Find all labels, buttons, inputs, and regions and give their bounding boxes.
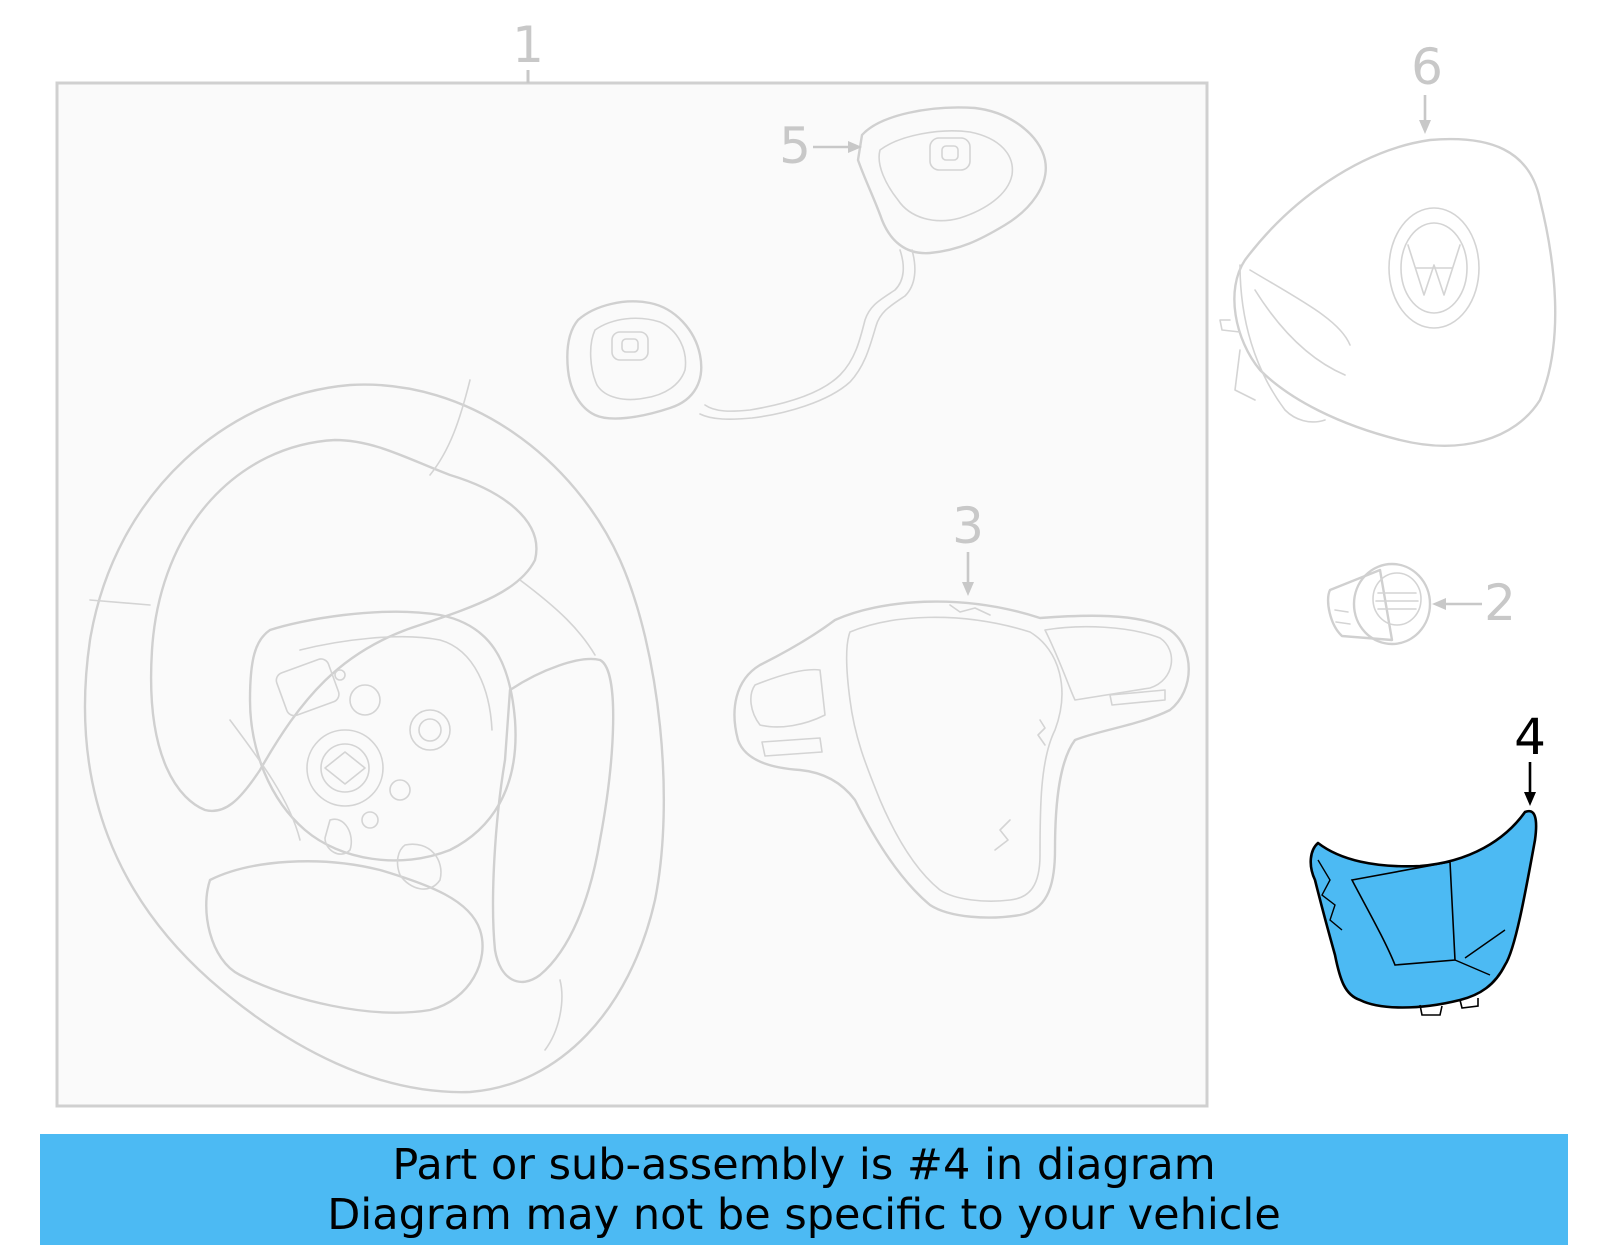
airbag-drawing bbox=[1219, 137, 1557, 447]
callout-2-label: 2 bbox=[1484, 574, 1516, 632]
callout-5-label: 5 bbox=[779, 117, 811, 175]
callout-6-label: 6 bbox=[1411, 38, 1443, 96]
callout-4-arrowhead bbox=[1524, 792, 1536, 806]
control-switch-drawing bbox=[566, 106, 1047, 420]
lower-cover-drawing bbox=[1309, 809, 1538, 1016]
callout-6-arrowhead bbox=[1419, 120, 1431, 134]
callout-5-arrowhead bbox=[848, 141, 862, 153]
bushing-drawing bbox=[1326, 562, 1432, 646]
assembly-panel bbox=[55, 81, 1209, 1108]
callout-1-label: 1 bbox=[512, 16, 544, 74]
steering-wheel-drawing bbox=[83, 379, 665, 1094]
callout-3-arrowhead bbox=[962, 582, 974, 596]
banner-line-1: Part or sub-assembly is #4 in diagram bbox=[392, 1139, 1216, 1190]
trim-cover-drawing bbox=[733, 600, 1190, 919]
callout-2-arrowhead bbox=[1432, 598, 1446, 610]
callout-3-label: 3 bbox=[952, 497, 984, 555]
highlighted-part-fill bbox=[1309, 809, 1538, 1009]
banner-line-2: Diagram may not be specific to your vehi… bbox=[327, 1189, 1281, 1240]
callout-4-label: 4 bbox=[1514, 708, 1546, 766]
info-banner: Part or sub-assembly is #4 in diagram Di… bbox=[40, 1134, 1568, 1245]
